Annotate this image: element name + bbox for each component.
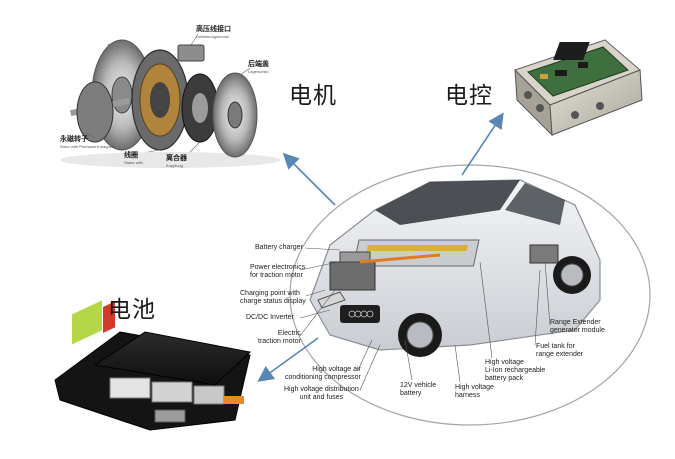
leader-hv-harness (455, 345, 460, 382)
callout-hv-air: High voltage air conditioning compressor (285, 366, 361, 382)
motor-rear-cover-label: 后端盖 Lagerschild (248, 59, 269, 74)
callout-fuel-tank: Fuel tank for range extender (536, 343, 583, 359)
callout-range-extender-line-2: generator module (550, 327, 605, 335)
car-rear-rim (561, 264, 583, 286)
motor-stator-core (150, 82, 170, 118)
callout-fuel-tank-line-1: Fuel tank for (536, 343, 583, 351)
callout-charging-point-line-1: Charging point with (240, 290, 306, 298)
callout-hv-harness: High voltage harness (455, 384, 494, 400)
label-controller: 电控 (445, 76, 493, 110)
leader-hv-distribution (360, 345, 380, 390)
motor-rotor-label: 永磁转子 Rotor with Permanent magnets (60, 134, 115, 149)
callout-power-electronics: Power electronics for traction motor (250, 264, 305, 280)
controller-chip-2 (578, 62, 588, 68)
arrow-to-motor (285, 155, 335, 205)
callout-fuel-tank-line-2: range extender (536, 351, 583, 359)
callout-hv-liion-line-2: Li-Ion rechargeable (485, 367, 545, 375)
motor-stator-title: 线圈 (124, 150, 143, 160)
callout-traction-motor-line-2: traction motor (258, 338, 301, 346)
car-motor-block (330, 262, 375, 290)
callout-hv-air-line-1: High voltage air (285, 366, 361, 374)
callout-traction-motor: Electric traction motor (258, 330, 301, 346)
battery-module-1 (110, 378, 150, 398)
callout-hv-distribution-line-1: High voltage distribution (284, 386, 359, 394)
callout-hv-liion: High voltage Li-Ion rechargeable battery… (485, 359, 545, 383)
motor-rotor-subtitle: Rotor with Permanent magnets (60, 144, 115, 149)
motor-hv-connector-subtitle: Leitfahrungsmodul (196, 34, 231, 39)
callout-hv-liion-line-1: High voltage (485, 359, 545, 367)
callout-charging-point-line-2: charge status display (240, 298, 306, 306)
car-range-extender (530, 245, 558, 263)
motor-hv-connector-label: 高压线接口 Leitfahrungsmodul (196, 24, 231, 39)
motor-leader-clutch (190, 142, 200, 152)
motor-rotor (77, 82, 113, 142)
motor-clutch-subtitle: Kupplung (166, 163, 187, 168)
callout-hv-air-line-2: conditioning compressor (285, 374, 361, 382)
callout-12v-battery: 12V vehicle battery (400, 382, 436, 398)
callout-range-extender: Range Extender generator module (550, 319, 605, 335)
controller-chip-1 (555, 70, 567, 76)
motor-rear-cover-hub (112, 77, 132, 113)
motor-front-cover-hub (228, 102, 242, 128)
motor-label-top-left: 电子 (107, 42, 121, 52)
controller-port-1 (524, 91, 532, 99)
motor-leader-stator (148, 150, 160, 152)
motor-rotor-title: 永磁转子 (60, 134, 115, 144)
label-battery: 电池 (108, 290, 156, 324)
motor-clutch-title: 离合器 (166, 153, 187, 163)
controller-port-4 (596, 102, 604, 110)
car-floor-battery-highlight (367, 245, 468, 251)
motor-rear-cover-subtitle: Lagerschild (248, 69, 269, 74)
battery-connector (224, 396, 244, 404)
callout-hv-distribution-line-2: unit and fuses (284, 394, 359, 402)
car-grille (340, 305, 380, 323)
battery-cells-green (72, 300, 102, 344)
motor-hv-connector-title: 高压线接口 (196, 24, 231, 34)
controller-port-3 (571, 111, 579, 119)
callout-battery-charger: Battery charger (255, 244, 303, 252)
motor-rear-cover-title: 后端盖 (248, 59, 269, 69)
car-front-rim (407, 322, 433, 348)
callout-traction-motor-line-1: Electric (258, 330, 301, 338)
battery-module-4 (155, 410, 185, 422)
battery-module-2 (152, 382, 192, 402)
callout-12v-battery-line-1: 12V vehicle (400, 382, 436, 390)
motor-clutch-label: 离合器 Kupplung (166, 153, 187, 168)
callout-12v-battery-line-2: battery (400, 390, 436, 398)
motor-stator-label: 线圈 Stator with (124, 150, 143, 165)
callout-hv-harness-line-2: harness (455, 392, 494, 400)
label-motor: 电机 (289, 76, 337, 110)
battery-module-3 (194, 386, 224, 404)
controller-capacitor (540, 74, 548, 79)
callout-hv-harness-line-1: High voltage (455, 384, 494, 392)
motor-clutch-inner (192, 93, 208, 123)
controller-port-2 (536, 104, 544, 112)
motor-hv-connector (178, 45, 204, 61)
callout-power-electronics-line-1: Power electronics (250, 264, 305, 272)
callout-hv-distribution: High voltage distribution unit and fuses (284, 386, 359, 402)
callout-power-electronics-line-2: for traction motor (250, 272, 305, 280)
callout-hv-liion-line-3: battery pack (485, 375, 545, 383)
motor-stator-subtitle: Stator with (124, 160, 143, 165)
controller-unit (515, 40, 642, 135)
callout-range-extender-line-1: Range Extender (550, 319, 605, 327)
callout-dcdc: DC/DC Inverter (246, 314, 294, 322)
callout-charging-point: Charging point with charge status displa… (240, 290, 306, 306)
